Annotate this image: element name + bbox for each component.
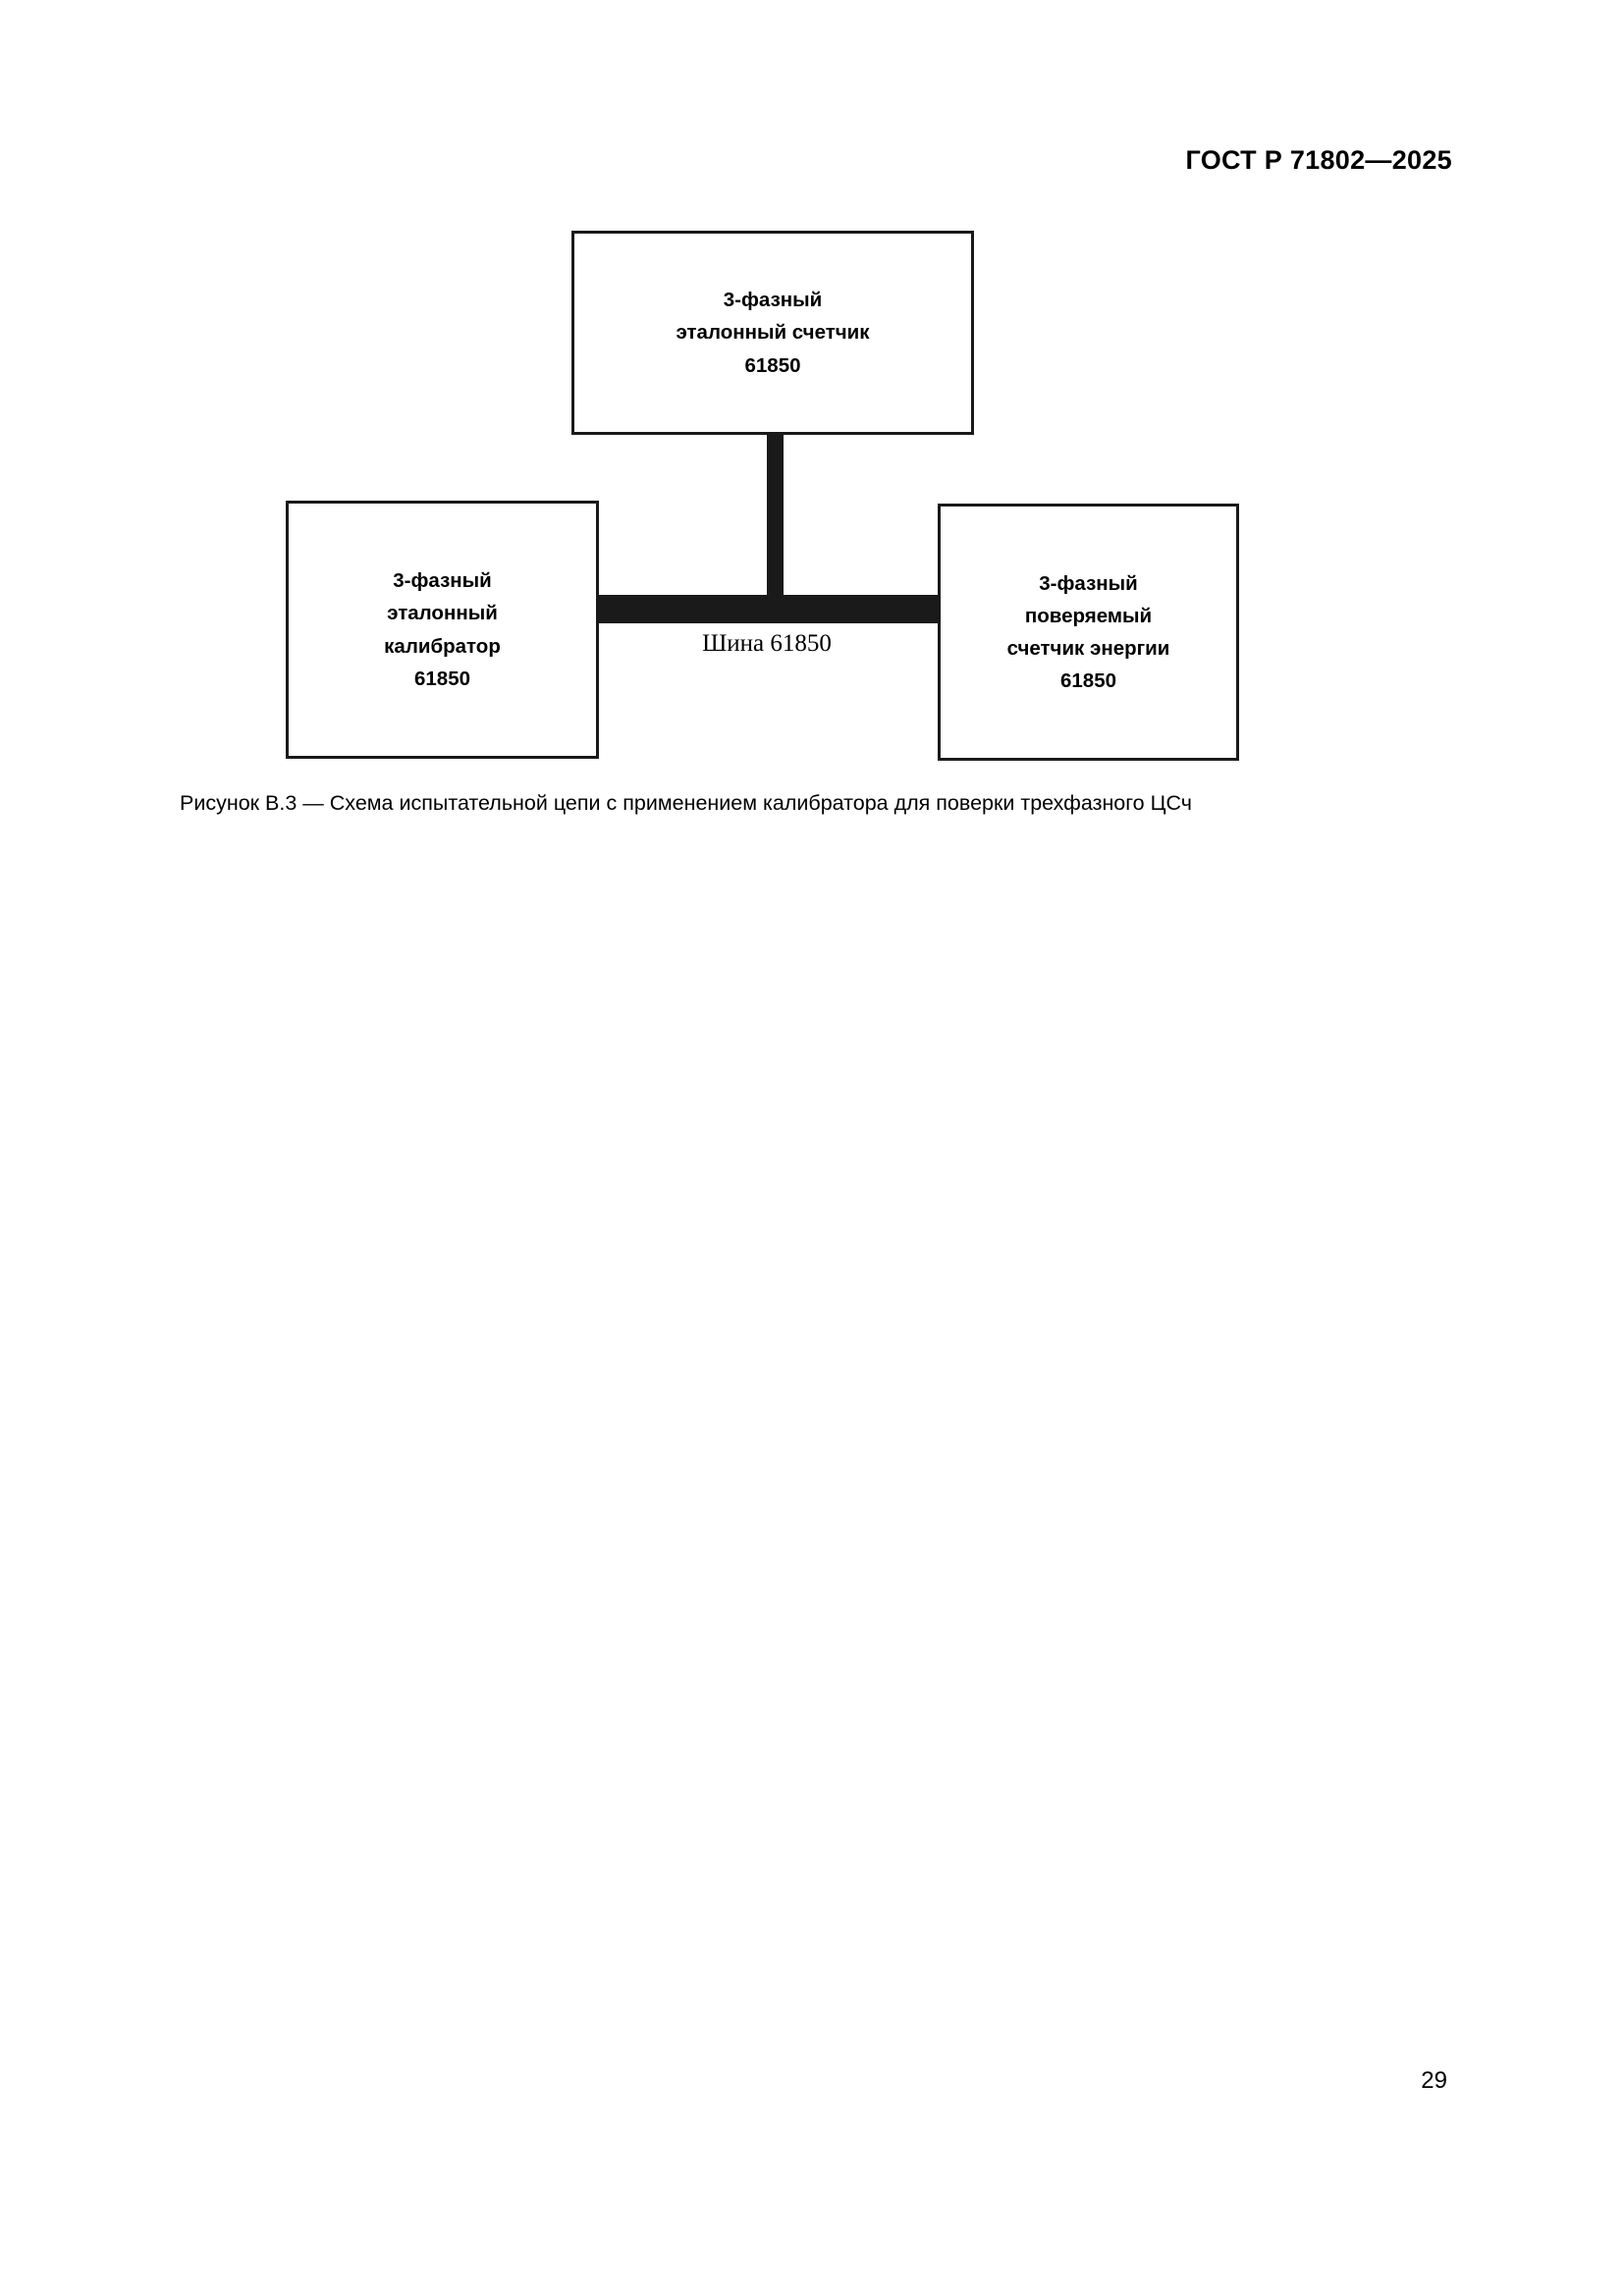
node-line: эталонный счетчик: [676, 321, 870, 345]
bus-connector-vertical: [767, 432, 784, 604]
node-line: 3-фазный: [723, 289, 823, 312]
page-number: 29: [1421, 2067, 1447, 2094]
node-line: 61850: [744, 353, 801, 377]
document-header-standard-number: ГОСТ Р 71802—2025: [1185, 145, 1452, 175]
node-line: эталонный: [387, 602, 498, 625]
node-line: поверяемый: [1024, 604, 1153, 627]
bus-connector-horizontal: [589, 595, 945, 623]
diagram-node-meter-under-test: 3-фазный поверяемый счетчик энергии 6185…: [938, 504, 1239, 761]
node-line: 3-фазный: [1039, 571, 1138, 595]
diagram-node-reference-meter: 3-фазный эталонный счетчик 61850: [571, 231, 974, 435]
diagram-node-calibrator: 3-фазный эталонный калибратор 61850: [286, 501, 599, 759]
node-line: 61850: [1059, 669, 1116, 693]
node-line: калибратор: [384, 634, 501, 658]
node-line: счетчик энергии: [1006, 637, 1170, 660]
figure-caption: Рисунок В.3 — Схема испытательной цепи с…: [180, 791, 1192, 815]
node-line: 3-фазный: [393, 569, 492, 593]
bus-label: Шина 61850: [702, 630, 832, 657]
node-line: 61850: [413, 667, 470, 690]
figure-diagram: 3-фазный эталонный счетчик 61850 3-фазны…: [0, 0, 1624, 785]
